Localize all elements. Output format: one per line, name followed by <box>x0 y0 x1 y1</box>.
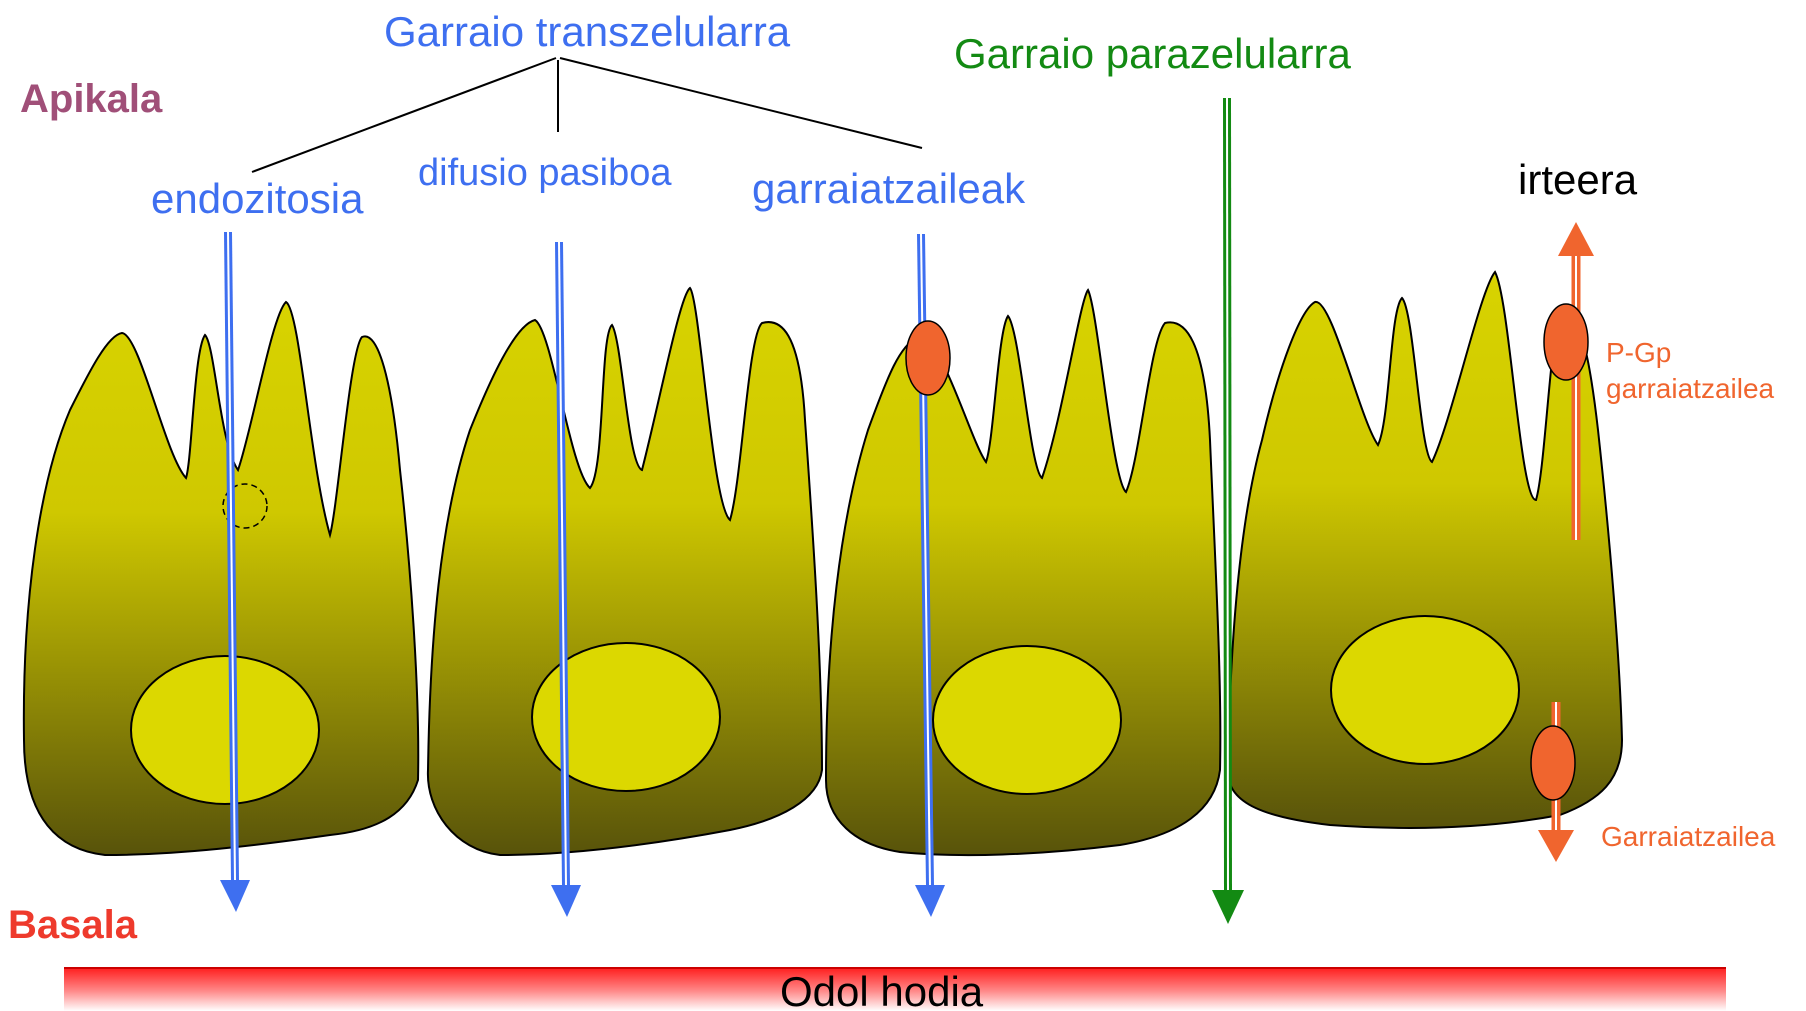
nucleus-3 <box>933 646 1121 794</box>
nucleus-4 <box>1331 616 1519 764</box>
basal-transporter <box>1531 726 1575 800</box>
pgp-label-line2: garraiatzailea <box>1606 373 1775 404</box>
blood-vessel-label: Odol hodia <box>780 968 984 1011</box>
basal-label: Basala <box>8 903 138 947</box>
endocytosis-label: endozitosia <box>151 175 364 222</box>
transporters-label: garraiatzaileak <box>752 165 1026 212</box>
nucleus-1 <box>131 656 319 804</box>
pgp-label-line1: P-Gp <box>1606 337 1671 368</box>
transporter-label: Garraiatzailea <box>1601 821 1776 852</box>
pgp-transporter <box>1544 304 1588 380</box>
paracellular-arrow <box>1212 98 1244 924</box>
apical-label: Apikala <box>20 77 163 121</box>
efflux-label: irteera <box>1518 156 1638 203</box>
paracellular-label: Garraio parazelularra <box>954 30 1351 77</box>
apical-transporter <box>906 321 950 395</box>
passive-diffusion-label: difusio pasiboa <box>418 152 672 194</box>
transcellular-label: Garraio transzelularra <box>384 8 791 55</box>
